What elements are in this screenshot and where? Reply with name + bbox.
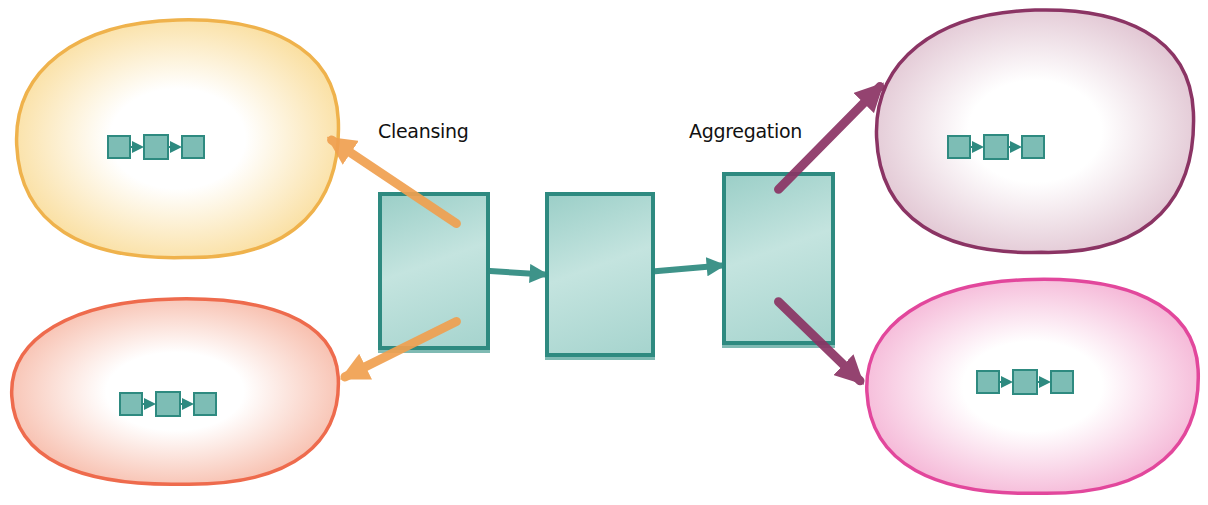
- blob-outline: [860, 275, 1205, 500]
- blob-shape: [876, 10, 1193, 253]
- blob-outline: [870, 5, 1200, 260]
- flow-arrow: [655, 265, 722, 271]
- target-system: [870, 5, 1200, 260]
- flow-arrow: [332, 140, 457, 224]
- flow-arrow: [345, 322, 456, 377]
- stage-label: Cleansing: [378, 120, 469, 142]
- source-system: [10, 15, 345, 265]
- stage-label: Aggregation: [689, 120, 802, 142]
- data-store: [545, 192, 655, 357]
- blob-shape: [12, 299, 339, 484]
- target-system: [860, 275, 1205, 500]
- data-store: [722, 172, 835, 345]
- blob-shape: [17, 20, 339, 258]
- flow-arrow: [779, 302, 861, 381]
- flow-arrow: [490, 271, 545, 275]
- data-store: [378, 192, 490, 350]
- blob-shape: [867, 279, 1199, 493]
- flow-arrow: [779, 87, 880, 190]
- blob-outline: [5, 295, 345, 490]
- blob-outline: [10, 15, 345, 265]
- source-system: [5, 295, 345, 490]
